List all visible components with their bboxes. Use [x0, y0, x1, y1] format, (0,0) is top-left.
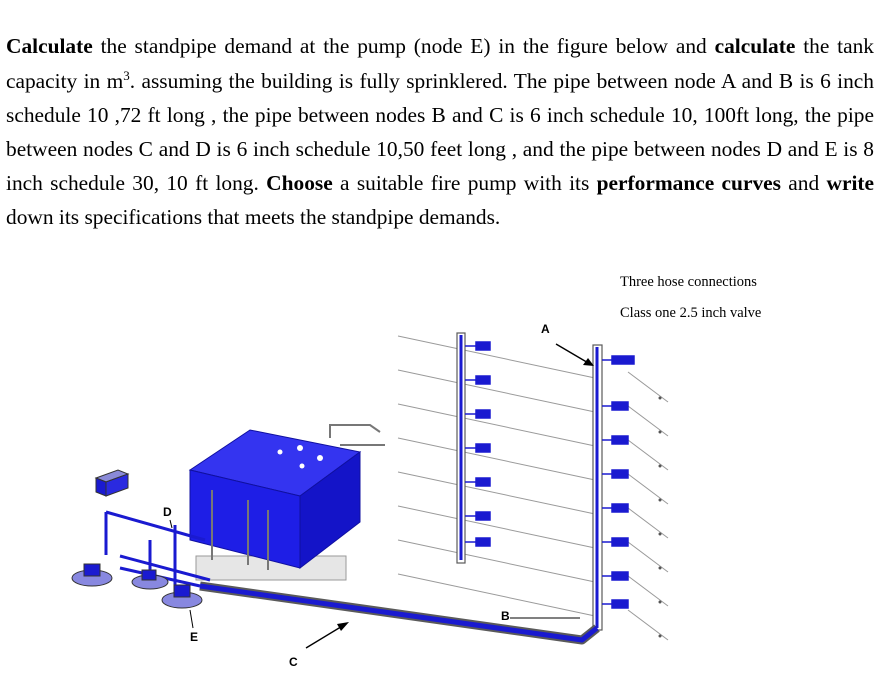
question-part: the tank capacity in m [6, 34, 875, 93]
node-d-leader [169, 519, 173, 529]
caption-hose-connections: Three hose connections [620, 274, 757, 290]
question-part: down its specifications that meets the s… [6, 205, 501, 230]
valve [602, 469, 629, 479]
question-part: the standpipe demand at the pump (node E… [92, 34, 715, 59]
left-riser [456, 332, 466, 564]
right-riser [592, 344, 603, 631]
valve [602, 599, 629, 609]
calculate-keyword: Calculate [6, 34, 93, 59]
valve [602, 537, 629, 547]
superscript: 3 [123, 67, 130, 83]
valve [465, 409, 491, 419]
calculate-keyword: calculate [714, 34, 796, 59]
node-e-label: E [190, 630, 199, 644]
valve [602, 503, 629, 513]
valve [602, 571, 629, 581]
hose-valves [465, 341, 635, 609]
caption-valve-class: Class one 2.5 inch valve [620, 305, 762, 321]
valve [602, 401, 629, 411]
question-part: a suitable fire pump with its [332, 171, 597, 196]
tank-piping [211, 424, 385, 570]
valve [465, 341, 491, 351]
choose-keyword: Choose [266, 171, 333, 196]
arrow-node-a [555, 343, 594, 366]
sprinkler-heads [658, 396, 662, 638]
node-b-label: B [501, 609, 510, 623]
valve [465, 511, 491, 521]
question-part: and [780, 171, 827, 196]
control-panel [94, 469, 130, 497]
pumps [71, 563, 203, 609]
performance-curves-keyword: performance curves [596, 171, 781, 196]
node-c-label: C [289, 655, 298, 669]
valve [465, 477, 491, 487]
water-tank [188, 429, 362, 581]
sprinkler-branch-lines [397, 335, 669, 641]
question-text: Calculate the standpipe demand at the pu… [6, 29, 874, 234]
valve [602, 355, 635, 365]
write-keyword: write [826, 171, 875, 196]
valve [602, 435, 629, 445]
main-pipe [199, 581, 600, 645]
node-a-label: A [541, 322, 550, 336]
valve [465, 537, 491, 547]
valve [465, 375, 491, 385]
node-e-leader [189, 609, 194, 629]
arrow-node-c [305, 622, 349, 649]
valve [465, 443, 491, 453]
node-d-label: D [163, 505, 172, 519]
question-part: . assuming the building is fully sprinkl… [6, 68, 874, 196]
